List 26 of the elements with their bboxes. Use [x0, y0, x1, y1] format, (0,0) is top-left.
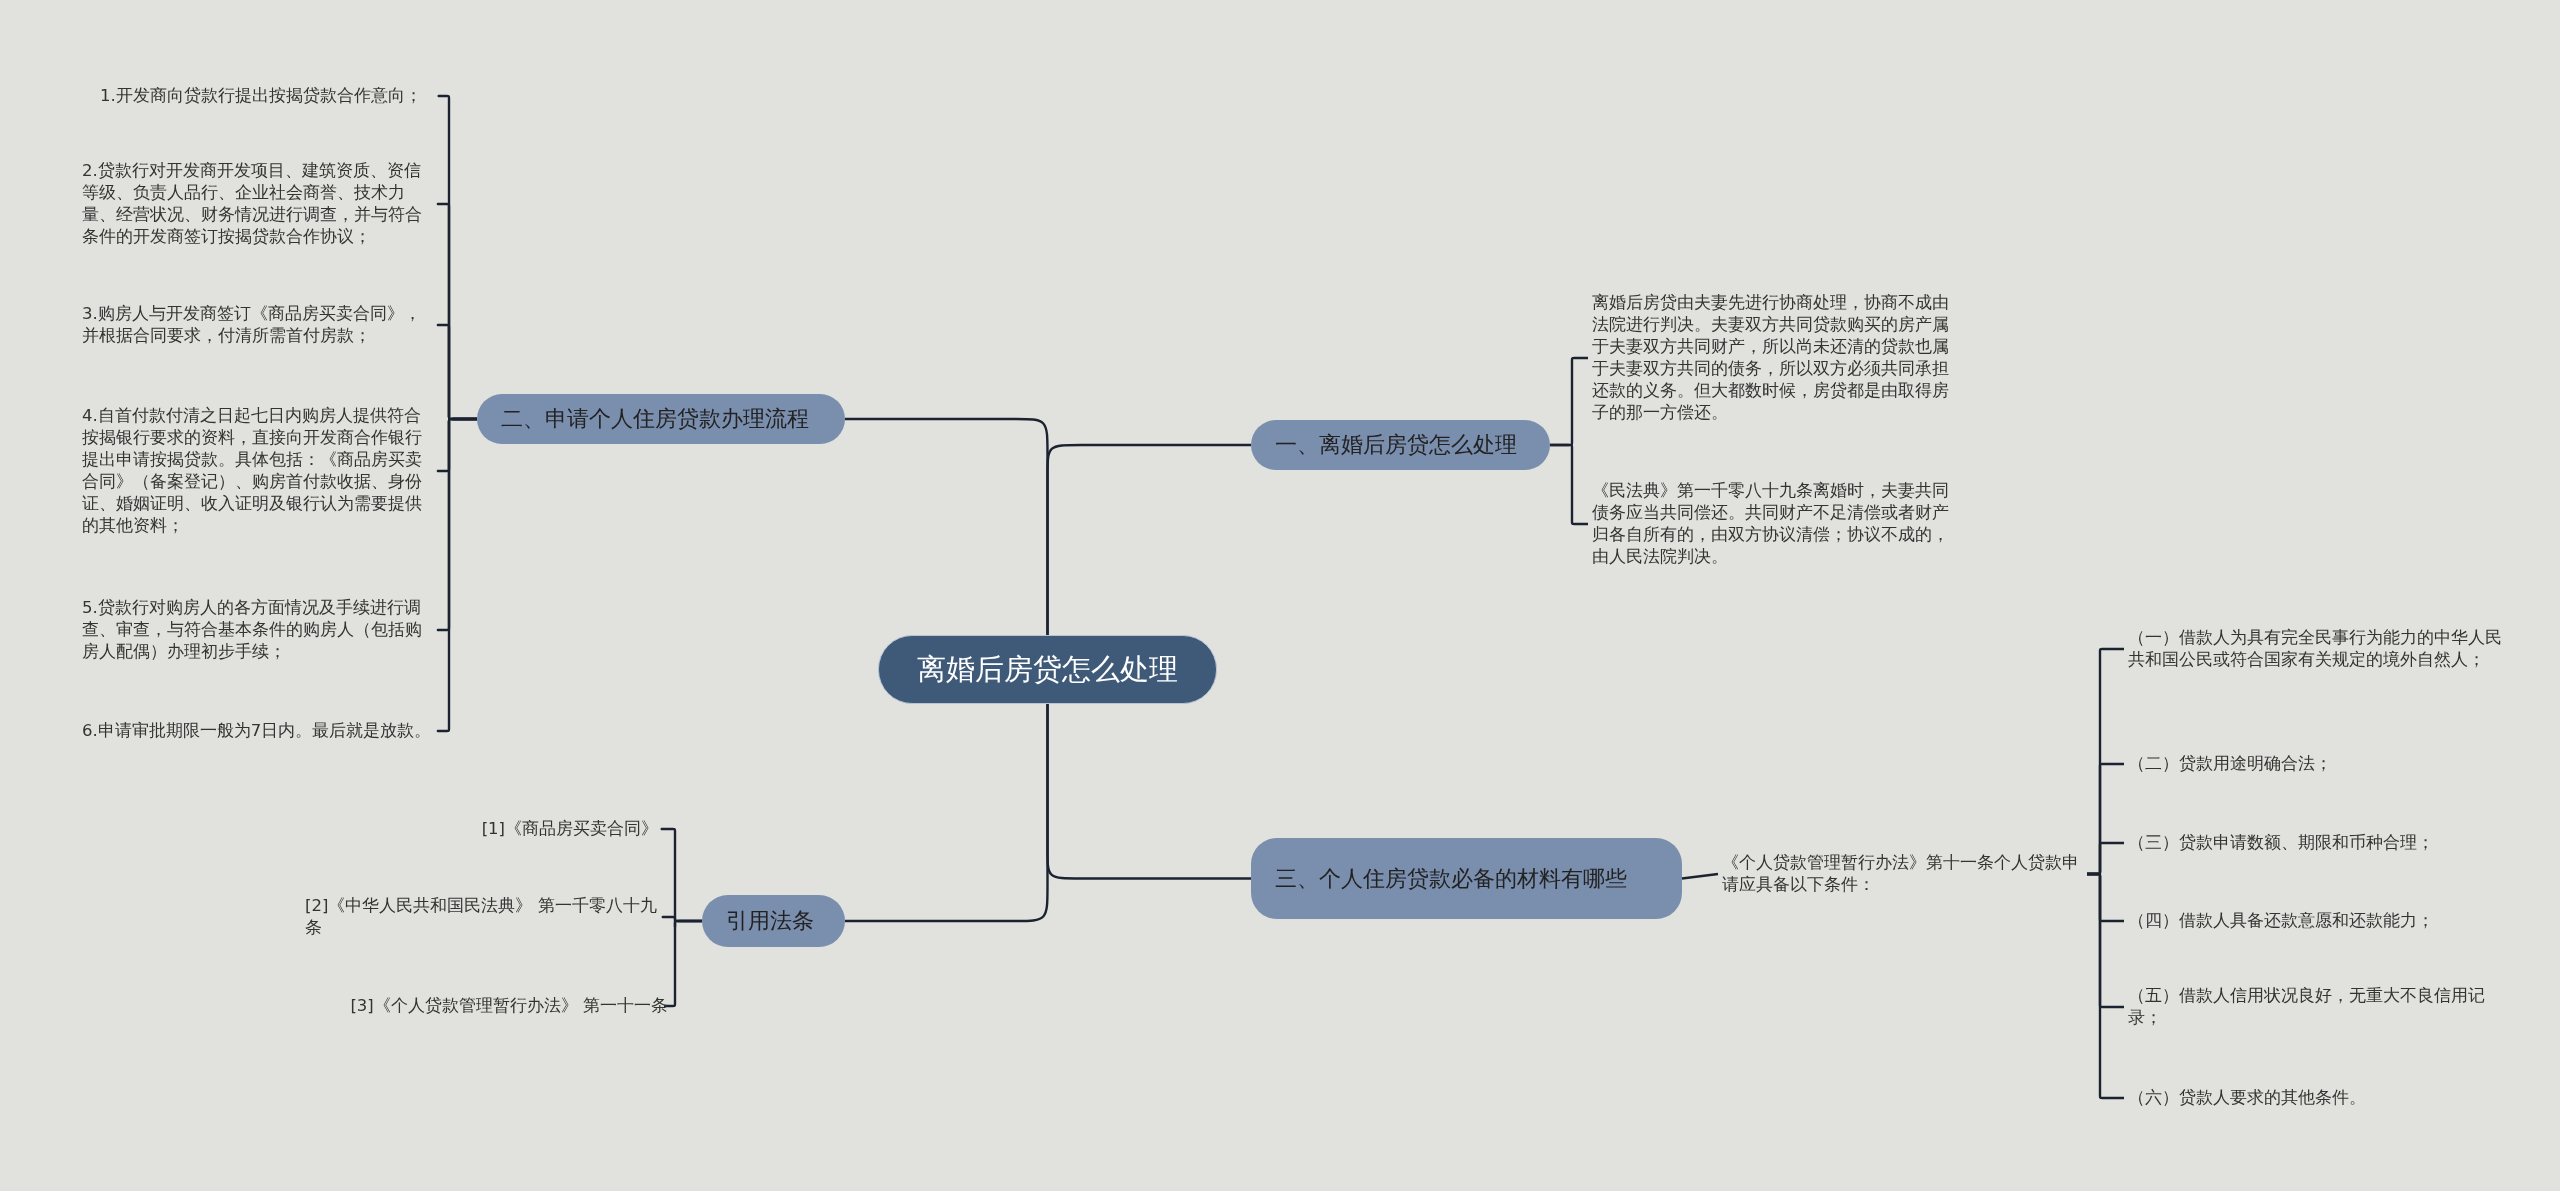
subtopic-text: 6.申请审批期限一般为7日内。最后就是放款。	[82, 720, 437, 742]
subtopic-text: 1.开发商向贷款行提出按揭贷款合作意向；	[100, 85, 440, 107]
topic-pill: 二、申请个人住房贷款办理流程	[477, 394, 845, 444]
subtopic-text: （四）借款人具备还款意愿和还款能力；	[2128, 910, 2503, 932]
subtopic-text: （一）借款人为具有完全民事行为能力的中华人民共和国公民或符合国家有关规定的境外自然人；	[2128, 627, 2503, 671]
subtopic-text: 5.贷款行对购房人的各方面情况及手续进行调查、审查，与符合基本条件的购房人（包括购房人配偶）办理初步手续；	[82, 597, 437, 663]
subtopic-text: （六）贷款人要求的其他条件。	[2128, 1087, 2503, 1109]
subtopic-text: 离婚后房贷由夫妻先进行协商处理，协商不成由法院进行判决。夫妻双方共同贷款购买的房产属于夫妻双方共同财产，所以尚未还清的贷款也属于夫妻双方共同的债务，所以双方必须共同承担还款的义务。但大都数时候，房贷都是由取得房子的那一方偿还。	[1592, 292, 1954, 424]
topic-pill: 引用法条	[702, 895, 845, 947]
topic-pill: 一、离婚后房贷怎么处理	[1251, 420, 1550, 470]
connector-line	[845, 417, 1049, 635]
subtopic-text: [2]《中华人民共和国民法典》 第一千零八十九条	[305, 895, 660, 939]
subtopic-text: 2.贷款行对开发商开发项目、建筑资质、资信等级、负责人品行、企业社会商誉、技术力量、经营状况、财务情况进行调查，并与符合条件的开发商签订按揭贷款合作协议；	[82, 160, 437, 248]
subtopic-text: （二）贷款用途明确合法；	[2128, 753, 2503, 775]
subtopic-text: （三）贷款申请数额、期限和币种合理；	[2128, 832, 2503, 854]
subtopic-text: [1]《商品房买卖合同》	[290, 818, 658, 840]
subtopic-text: （五）借款人信用状况良好，无重大不良信用记录；	[2128, 985, 2503, 1029]
subtopic-text: 《民法典》第一千零八十九条离婚时，夫妻共同债务应当共同偿还。共同财产不足清偿或者财产归各自所有的，由双方协议清偿；协议不成的，由人民法院判决。	[1592, 480, 1954, 568]
connector-line	[845, 704, 1049, 923]
subtopic-text: [3]《个人贷款管理暂行办法》 第一十一条	[290, 995, 668, 1017]
subtopic-text: 3.购房人与开发商签订《商品房买卖合同》，并根据合同要求，付清所需首付房款；	[82, 303, 437, 347]
subtopic-text: 4.自首付款付清之日起七日内购房人提供符合按揭银行要求的资料，直接向开发商合作银行提出申请按揭贷款。具体包括：《商品房买卖合同》（备案登记）、购房首付款收据、身份证、婚姻证明、收入证明及银行认为需要提供的其他资料；	[82, 405, 437, 537]
central-topic: 离婚后房贷怎么处理	[878, 635, 1217, 704]
topic-pill: 三、个人住房贷款必备的材料有哪些	[1251, 838, 1682, 919]
connector-line	[1681, 872, 1719, 880]
subtopic-text: 《个人贷款管理暂行办法》第十一条个人贷款申请应具备以下条件：	[1722, 852, 2087, 896]
